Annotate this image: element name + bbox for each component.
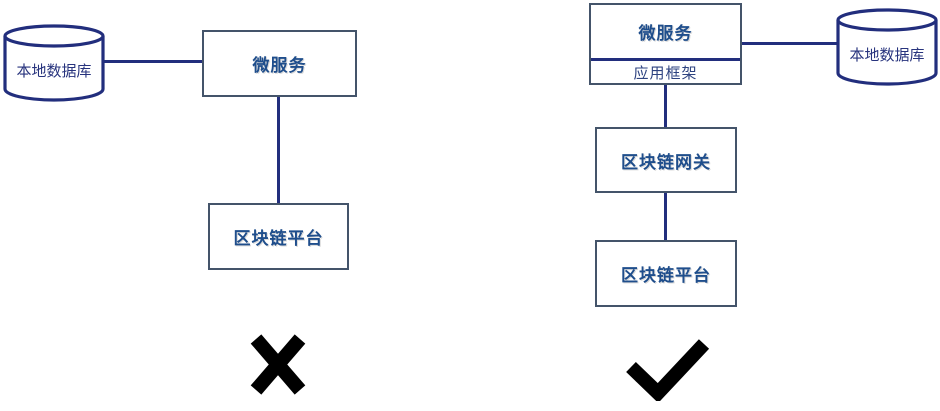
database-cylinder-icon — [836, 8, 938, 86]
right-blockchain-platform-box: 区块链平台 — [595, 240, 737, 307]
left-microservice-label: 微服务 — [252, 56, 307, 75]
left-blockchain-platform-label: 区块链平台 — [233, 229, 324, 248]
right-blockchain-gateway-label: 区块链网关 — [621, 152, 711, 172]
database-cylinder-icon — [3, 24, 105, 102]
right-blockchain-platform-label: 区块链平台 — [621, 266, 711, 285]
left-microservice-box: 微服务 — [202, 30, 357, 97]
left-microservice-to-platform-connector — [277, 97, 280, 203]
right-local-database-label: 本地数据库 — [849, 46, 925, 64]
right-local-database-cylinder: 本地数据库 — [836, 8, 938, 86]
right-microservice-to-db-connector — [742, 42, 838, 45]
left-local-database-label: 本地数据库 — [16, 62, 92, 80]
right-framework-to-gateway-connector — [664, 85, 667, 127]
cross-icon — [247, 331, 309, 403]
right-app-framework-label: 应用框架 — [633, 64, 698, 82]
right-app-framework-section: 应用框架 — [591, 61, 740, 83]
right-microservice-section: 微服务 — [591, 5, 740, 58]
right-gateway-to-platform-connector — [664, 193, 667, 240]
check-icon — [623, 336, 711, 406]
right-blockchain-gateway-box: 区块链网关 — [595, 127, 737, 193]
microservice-framework-divider — [591, 58, 740, 61]
right-microservice-label: 微服务 — [638, 24, 693, 43]
left-local-database-cylinder: 本地数据库 — [3, 24, 105, 102]
left-db-to-microservice-connector — [104, 60, 203, 63]
left-blockchain-platform-box: 区块链平台 — [208, 203, 349, 270]
right-microservice-box: 微服务 应用框架 — [589, 3, 742, 85]
